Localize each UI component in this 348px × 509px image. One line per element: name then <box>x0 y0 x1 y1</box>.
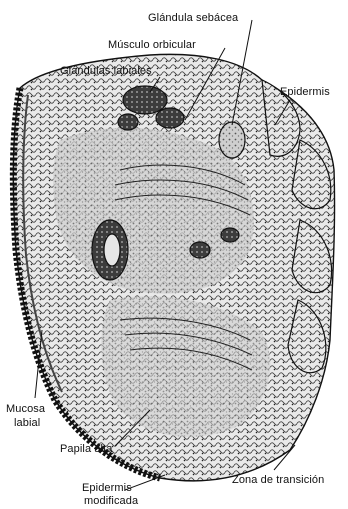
label-mucosa-line2: labial <box>14 417 40 429</box>
label-papila-alta: Papila alta <box>60 443 112 455</box>
glandula-sebacea-shape <box>219 122 245 158</box>
label-musculo-orbicular: Músculo orbicular <box>108 39 196 51</box>
label-glandula-sebacea: Glándula sebácea <box>148 12 238 24</box>
label-mucosa-line1: Mucosa <box>6 403 45 415</box>
label-epidermis: Epidermis <box>280 86 330 98</box>
label-epidermis-modificada-line1: Epidermis <box>82 482 132 494</box>
label-glandulas-labiales: Glándulas labiales <box>60 65 152 77</box>
label-epidermis-modificada-line2: modificada <box>84 495 138 507</box>
label-zona-transicion: Zona de transición <box>232 474 324 486</box>
